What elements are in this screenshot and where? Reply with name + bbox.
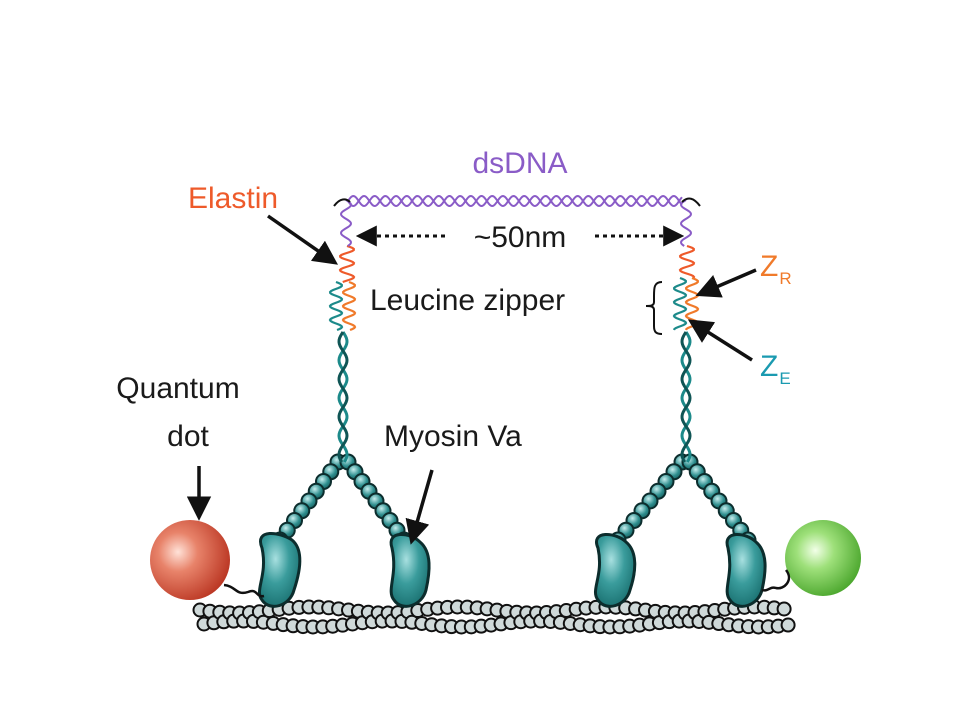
- ze-arrow: [687, 319, 753, 362]
- coiled-coil-strand: [337, 331, 349, 463]
- zipper-e-coil: [328, 280, 344, 332]
- dsdna-helix: [333, 194, 701, 247]
- myosin-coiled-coil-stalks: [337, 331, 692, 463]
- myosin-heads: [257, 532, 767, 608]
- dna-linker: [333, 198, 351, 207]
- zr-label: ZR: [760, 250, 792, 288]
- quantum-dot-right: [761, 520, 861, 596]
- dsdna-label: dsDNA: [472, 147, 567, 180]
- dna-end: [339, 199, 353, 247]
- leucine-zipper-label: Leucine zipper: [370, 284, 565, 317]
- myosin-arrow: [405, 469, 434, 545]
- leucine-zipper-bracket: [645, 281, 663, 335]
- myosin-label: Myosin Va: [384, 420, 522, 453]
- dna-strand: [347, 194, 683, 208]
- dna-strand: [347, 194, 683, 208]
- coiled-coil-strand: [337, 331, 349, 463]
- myosin-head-2: [389, 533, 431, 608]
- myosin-head-3: [593, 533, 637, 608]
- zipper-r-coil: [341, 280, 357, 332]
- quantum-dot-label-line1: Quantum: [116, 372, 239, 405]
- actin-filament: [192, 599, 796, 635]
- quantum-dot-left: [150, 520, 265, 600]
- myosin-head-4: [725, 533, 767, 608]
- quantum-dot-label-line2: dot: [167, 420, 209, 453]
- elastin-label: Elastin: [188, 182, 278, 215]
- actin-bead: [780, 617, 796, 633]
- myosin-lever-arms: [271, 453, 757, 549]
- ze-label: ZE: [760, 350, 791, 388]
- distance-marker: ~50nm: [355, 221, 685, 254]
- zr-arrow: [695, 268, 757, 298]
- elastin-coil: [338, 244, 356, 284]
- zipper-e-coil: [672, 276, 688, 331]
- myosin-head-1: [257, 532, 302, 608]
- coiled-coil-strand: [680, 331, 692, 463]
- dna-end: [679, 199, 693, 247]
- elastin-coil: [678, 244, 696, 279]
- distance-label: ~50nm: [474, 221, 567, 254]
- elastin-arrow: [266, 214, 339, 265]
- coiled-coil-strand: [680, 331, 692, 463]
- actin-bead: [776, 601, 792, 617]
- dna-linker: [681, 197, 701, 207]
